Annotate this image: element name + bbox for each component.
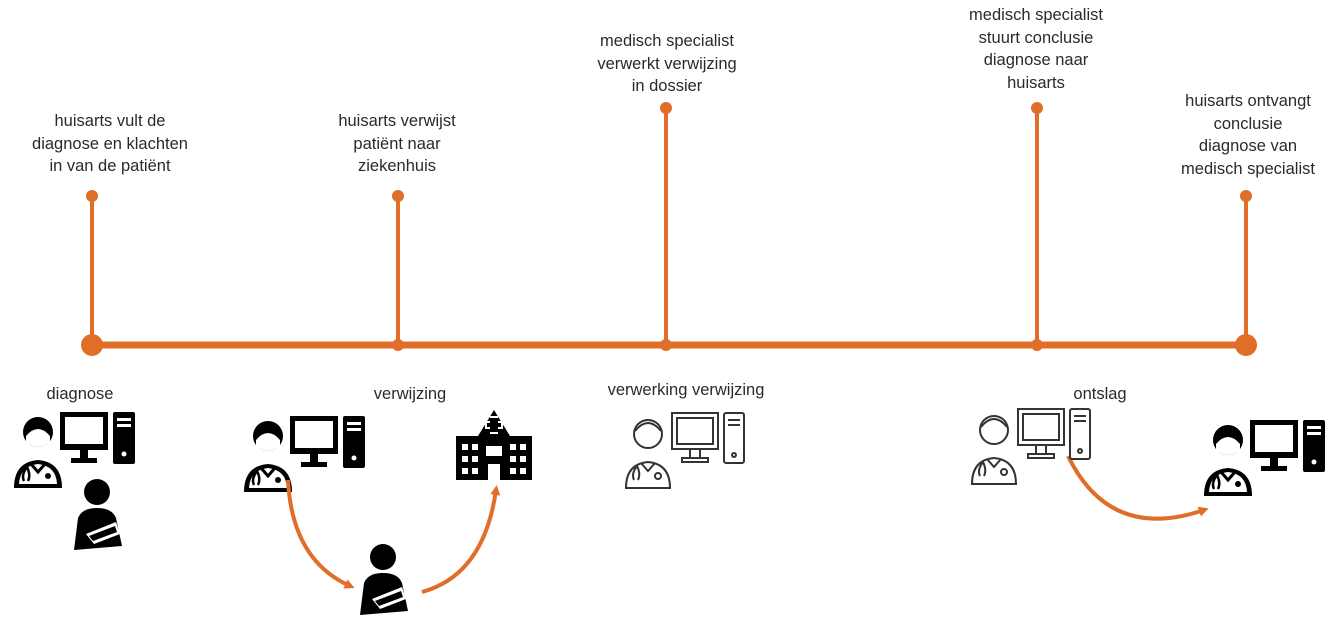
verwijzing-patient-icon [360, 544, 408, 615]
timeline-stem-1 [86, 190, 98, 345]
hospital-icon [456, 410, 532, 480]
stage-label-verwerking: verwerking verwijzing [607, 381, 765, 399]
step-2-description: huisarts verwijst patiënt naar ziekenhui… [338, 110, 455, 178]
step-1-line-2: diagnose en klachten [32, 134, 188, 153]
timeline-node-end [1235, 334, 1257, 356]
stage-label-verwijzing: verwijzing [373, 385, 447, 403]
step-3-line-2: verwerkt verwijzing [597, 54, 737, 73]
step-3-line-1: medisch specialist [600, 32, 734, 50]
stage-label-diagnose: diagnose [46, 385, 114, 403]
final-doctor-computer-icon [1202, 418, 1327, 498]
step-5-line-2: conclusie [1213, 114, 1283, 133]
step-1-line-1: huisarts vult de [54, 112, 166, 130]
timeline-stem-3 [660, 102, 672, 345]
step-5-line-4: medisch specialist [1181, 159, 1315, 178]
step-3-line-3: in dossier [631, 77, 703, 95]
timeline [81, 102, 1257, 356]
diagnose-doctor-computer-icon [12, 410, 137, 490]
step-2-line-2: patiënt naar [353, 134, 441, 153]
timeline-stem-4 [1031, 102, 1043, 345]
timeline-node-2 [392, 339, 404, 351]
diagnose-patient-icon [74, 479, 122, 550]
step-2-line-3: ziekenhuis [358, 157, 436, 175]
verwerking-doctor-computer-outline-icon [625, 412, 745, 489]
timeline-stem-5 [1240, 190, 1252, 345]
step-1-line-3: in van de patiënt [49, 157, 171, 175]
curved-arrow-icon-2 [421, 485, 501, 594]
step-4-line-3: diagnose naar [983, 51, 1089, 69]
timeline-node-start [81, 334, 103, 356]
timeline-node-4 [1031, 339, 1043, 351]
stage-label-ontslag: ontslag [1073, 385, 1127, 403]
timeline-node-3 [660, 339, 672, 351]
curved-arrow-icon-3 [1066, 455, 1209, 521]
step-5-line-3: diagnose van [1198, 137, 1298, 155]
step-4-description: medisch specialist stuurt conclusie diag… [969, 4, 1103, 94]
step-3-description: medisch specialist verwerkt verwijzing i… [597, 30, 736, 98]
curved-arrow-icon-1 [286, 479, 355, 589]
step-4-line-4: huisarts [1007, 73, 1065, 92]
verwijzing-doctor-computer-icon [242, 414, 367, 494]
step-1-description: huisarts vult de diagnose en klachten in… [32, 110, 188, 178]
step-4-line-1: medisch specialist [969, 6, 1103, 24]
step-5-description: huisarts ontvangt conclusie diagnose van… [1181, 90, 1315, 180]
step-2-line-1: huisarts verwijst [338, 112, 456, 130]
timeline-stem-2 [392, 190, 404, 345]
step-5-line-1: huisarts ontvangt [1185, 92, 1311, 110]
ontslag-doctor-computer-outline-icon [971, 408, 1091, 485]
step-4-line-2: stuurt conclusie [978, 28, 1094, 47]
